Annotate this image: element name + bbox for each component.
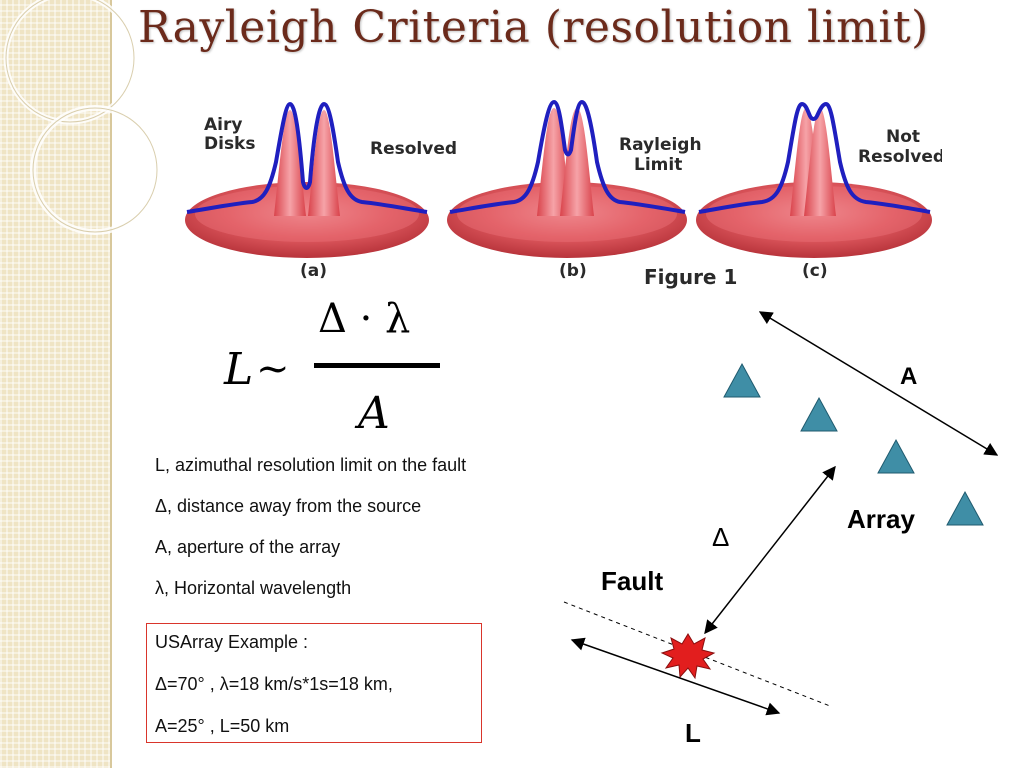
label-disks: Disks bbox=[204, 134, 255, 154]
aperture-label: A bbox=[900, 363, 917, 390]
slide-title: Rayleigh Criteria (resolution limit) bbox=[138, 2, 929, 53]
panel-a-resolved bbox=[185, 101, 429, 258]
station-4-icon bbox=[946, 490, 984, 526]
example-line-1: Δ=70° , λ=18 km/s*1s=18 km, bbox=[155, 674, 393, 694]
label-airy: Airy bbox=[204, 115, 242, 135]
formula-relation: ~ bbox=[256, 346, 290, 392]
earthquake-source-icon bbox=[660, 633, 716, 680]
aperture-arrow bbox=[758, 311, 999, 456]
distance-arrow bbox=[704, 465, 836, 635]
station-2-icon bbox=[800, 396, 838, 432]
fraction-bar bbox=[314, 363, 440, 368]
panel-b-labels: Rayleigh Limit (b) bbox=[559, 135, 702, 281]
example-line-2: A=25° , L=50 km bbox=[155, 716, 290, 736]
label-b: (b) bbox=[559, 261, 587, 281]
example-title: USArray Example : bbox=[155, 632, 309, 652]
station-1-icon bbox=[723, 362, 761, 398]
formula-denominator: A bbox=[354, 388, 390, 438]
label-a: (a) bbox=[300, 261, 327, 281]
formula-numerator: Δ · λ bbox=[318, 296, 410, 342]
label-rayleigh: Rayleigh bbox=[619, 135, 702, 155]
length-label: L bbox=[685, 718, 701, 748]
usarray-example-box: USArray Example : Δ=70° , λ=18 km/s*1s=1… bbox=[146, 623, 482, 743]
definition-a: A, aperture of the array bbox=[155, 537, 341, 557]
resolution-formula: L ~ Δ · λ A bbox=[223, 296, 440, 438]
panel-b-rayleigh-limit bbox=[447, 99, 687, 258]
airy-disk-figure: Airy Disks Resolved (a) Rayleigh Limit (… bbox=[185, 99, 942, 289]
figure-caption: Figure 1 bbox=[644, 265, 737, 289]
station-3-icon bbox=[877, 438, 915, 474]
label-not-resolved: Resolved bbox=[858, 147, 942, 167]
panel-c-not-resolved bbox=[696, 101, 932, 258]
label-c: (c) bbox=[802, 261, 828, 281]
array-label: Array bbox=[847, 504, 915, 534]
label-resolved: Resolved bbox=[370, 139, 457, 159]
delta-label: Δ bbox=[712, 522, 729, 552]
length-arrow bbox=[570, 637, 781, 716]
station-icons bbox=[723, 362, 984, 526]
formula-lhs: L bbox=[223, 344, 253, 395]
label-limit: Limit bbox=[634, 155, 682, 175]
panel-a-labels: Airy Disks Resolved (a) bbox=[204, 115, 457, 281]
definition-delta: Δ, distance away from the source bbox=[155, 496, 422, 516]
fault-label: Fault bbox=[601, 566, 663, 596]
panel-c-labels: Not Resolved (c) bbox=[802, 127, 942, 281]
definitions-list: L, azimuthal resolution limit on the fau… bbox=[155, 452, 525, 616]
label-not: Not bbox=[886, 127, 920, 147]
left-decorative-strip bbox=[0, 0, 112, 768]
definition-l: L, azimuthal resolution limit on the fau… bbox=[155, 455, 467, 475]
definition-lambda: λ, Horizontal wavelength bbox=[155, 578, 352, 598]
array-fault-diagram: A Array Δ Fault L bbox=[563, 311, 999, 748]
